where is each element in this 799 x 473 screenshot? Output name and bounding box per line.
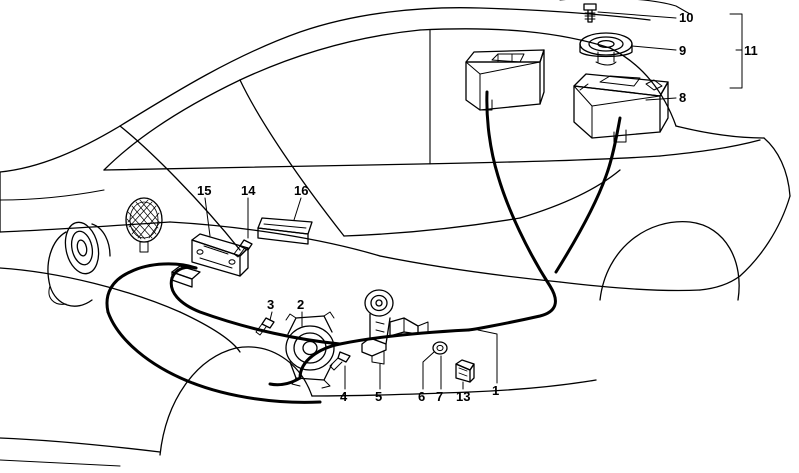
speaker-grille-mesh (125, 197, 163, 253)
windshield-lower (103, 79, 241, 171)
sill-bottom-rear (469, 379, 597, 393)
callout-10[interactable]: 10 (679, 10, 694, 25)
callout-9[interactable]: 9 (679, 43, 687, 58)
car-lower-front (0, 221, 171, 233)
part-16-panel (257, 217, 313, 245)
part-2-speaker (285, 311, 335, 389)
windshield-upper (239, 29, 421, 81)
beltline (103, 155, 661, 171)
callout-14[interactable]: 14 (241, 183, 256, 198)
bracket-below-15 (171, 265, 201, 288)
part-14-screw (233, 239, 253, 258)
front-bottom-edge2 (0, 459, 121, 467)
rear-end (763, 137, 791, 197)
callout-8[interactable]: 8 (679, 90, 687, 105)
part-3-screw (255, 317, 275, 336)
front-wheel-arch (159, 347, 237, 456)
rear-glass (609, 47, 677, 127)
amplifier-box-left (465, 49, 545, 111)
part-13-connector (455, 359, 475, 383)
callout-5[interactable]: 5 (375, 389, 383, 404)
part-8-amplifier (573, 73, 669, 143)
callout-16[interactable]: 16 (294, 183, 309, 198)
front-door-speaker (47, 221, 111, 307)
c-pillar (519, 169, 621, 219)
part-15-module (191, 233, 249, 277)
front-lower-sweep (0, 267, 181, 313)
part-10-screw (583, 3, 597, 23)
part-4-screw (329, 351, 351, 371)
callout-7[interactable]: 7 (436, 389, 444, 404)
part-5-tweeter (361, 289, 394, 365)
rocker-rear (559, 281, 701, 292)
callout-13[interactable]: 13 (456, 389, 471, 404)
sill-bottom (311, 391, 471, 397)
leader-lines (204, 11, 743, 390)
rear-beltline (659, 139, 761, 157)
wiring-harness (105, 90, 622, 404)
hood-crease (0, 189, 105, 201)
part-10-panel (559, 0, 691, 15)
front-lower-sweep2 (179, 311, 241, 353)
callout-2[interactable]: 2 (297, 297, 305, 312)
door-glass-lower (343, 217, 521, 237)
car-roof-line (0, 7, 651, 173)
front-door-pillar (239, 79, 345, 237)
rear-lower-corner (699, 275, 741, 291)
lower-body-mid (169, 221, 381, 257)
part-9-speaker (579, 32, 633, 66)
rear-bumper (739, 195, 791, 277)
roof-rear (419, 28, 611, 49)
callout-11[interactable]: 11 (744, 43, 758, 58)
rear-wheel-arch (599, 221, 740, 301)
callout-3[interactable]: 3 (267, 297, 275, 312)
callout-1[interactable]: 1 (492, 383, 500, 398)
callout-4[interactable]: 4 (340, 389, 348, 404)
bracket-arm (389, 317, 429, 337)
rear-deck (675, 125, 765, 139)
callout-15[interactable]: 15 (197, 183, 212, 198)
callout-6[interactable]: 6 (418, 389, 426, 404)
front-wheel-arch-rear (235, 346, 313, 397)
lower-body-rear (379, 255, 561, 283)
front-bottom-edge (0, 437, 161, 453)
part-6-nut (432, 341, 448, 355)
a-pillar-line (119, 125, 241, 251)
